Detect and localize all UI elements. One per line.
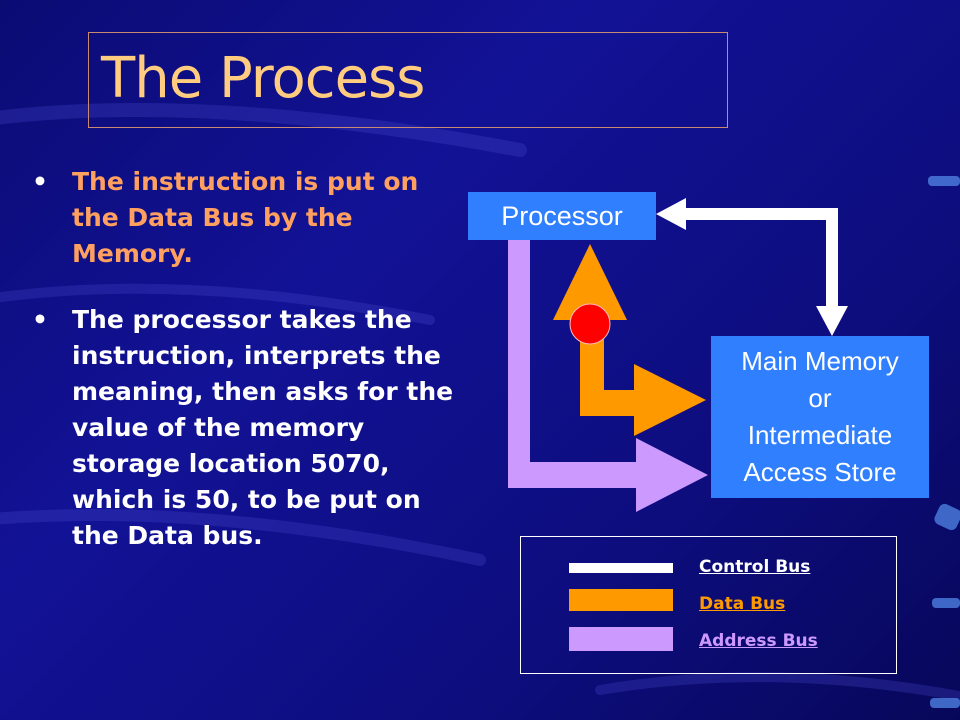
memory-label-line: Main Memory: [741, 346, 899, 376]
bus-legend: Control Bus Data Bus Address Bus: [520, 536, 897, 674]
legend-link-address-bus[interactable]: Address Bus: [699, 631, 818, 651]
memory-label-line: Intermediate: [747, 420, 893, 450]
control-bus-swatch: [569, 563, 673, 573]
bullet-item: The instruction is put on the Data Bus b…: [30, 164, 470, 272]
legend-link-control-bus[interactable]: Control Bus: [699, 557, 811, 577]
data-bus-swatch: [569, 589, 673, 611]
processor-label: Processor: [501, 200, 623, 231]
main-memory-box: Main Memory or Intermediate Access Store: [711, 336, 929, 498]
data-bus-arrow: [553, 244, 706, 436]
processor-box: Processor: [468, 192, 656, 240]
memory-label-line: Access Store: [743, 457, 897, 487]
title-frame: The Process: [88, 32, 728, 128]
bullet-list: The instruction is put on the Data Bus b…: [30, 164, 470, 554]
bullet-item: The processor takes the instruction, int…: [30, 302, 470, 554]
address-bus-arrow: [508, 240, 708, 512]
memory-label-line: or: [808, 383, 832, 413]
legend-link-data-bus[interactable]: Data Bus: [699, 594, 786, 614]
control-bus-arrow: [656, 198, 848, 336]
slide-title: The Process: [101, 46, 425, 111]
signal-dot: [569, 303, 611, 345]
address-bus-swatch: [569, 627, 673, 651]
